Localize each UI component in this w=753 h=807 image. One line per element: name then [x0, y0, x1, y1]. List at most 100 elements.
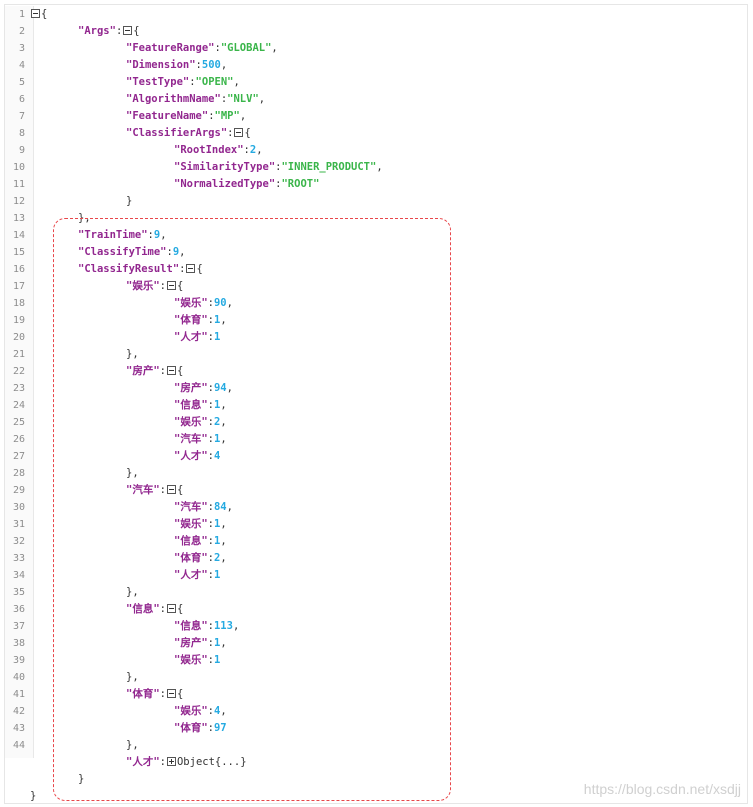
code-text: "汽车":{ [126, 482, 183, 499]
fold-toggle-minus-icon[interactable] [166, 281, 176, 290]
fold-toggle-minus-icon[interactable] [123, 26, 133, 35]
json-number-value: 113 [213, 620, 233, 632]
json-punctuation: : [207, 416, 214, 428]
json-number-value: 500 [201, 59, 221, 71]
json-key: "SimilarityType" [174, 161, 276, 173]
code-text: "体育":1, [174, 312, 227, 329]
json-punctuation: : [207, 501, 214, 513]
line-number: 15 [12, 247, 25, 258]
code-line: 26"汽车":1, [0, 431, 740, 448]
json-punctuation: , [239, 110, 247, 122]
code-text: } [126, 193, 132, 210]
line-number: 4 [18, 60, 25, 71]
json-number-value: 97 [213, 722, 227, 734]
json-punctuation: : [166, 246, 173, 258]
json-punctuation: : [207, 399, 214, 411]
json-punctuation: : [207, 450, 214, 462]
code-text: "娱乐":{ [126, 278, 183, 295]
json-key: "体育" [174, 314, 208, 326]
json-punctuation: } [30, 790, 37, 802]
code-line: 42"娱乐":4, [0, 703, 740, 720]
code-line: 6"AlgorithmName":"NLV", [0, 91, 740, 108]
line-number: 39 [12, 655, 25, 666]
json-string-value: "OPEN" [195, 76, 234, 88]
fold-toggle-minus-icon[interactable] [166, 366, 176, 375]
code-text: "信息":1, [174, 397, 227, 414]
code-text: "汽车":1, [174, 431, 227, 448]
json-punctuation: } [78, 773, 85, 785]
code-text: } [30, 788, 36, 805]
json-number-value: 1 [213, 433, 221, 445]
json-punctuation: : [207, 518, 214, 530]
line-number: 21 [12, 349, 25, 360]
line-number: 2 [18, 26, 25, 37]
json-punctuation: }, [78, 212, 91, 224]
code-text: "娱乐":90, [174, 295, 233, 312]
json-punctuation: : [159, 280, 166, 292]
json-punctuation: : [207, 552, 214, 564]
code-line: 4"Dimension":500, [0, 57, 740, 74]
json-key: "Args" [78, 25, 116, 37]
fold-toggle-plus-icon[interactable] [166, 757, 176, 766]
json-number-value: 1 [213, 314, 221, 326]
code-text: "人才":Object{...} [126, 754, 247, 771]
code-text: "AlgorithmName":"NLV", [126, 91, 265, 108]
json-key: "汽车" [174, 433, 208, 445]
fold-toggle-minus-icon[interactable] [166, 689, 176, 698]
json-key: "娱乐" [174, 654, 208, 666]
json-punctuation: : [214, 42, 221, 54]
line-number: 18 [12, 298, 25, 309]
code-text: "娱乐":1 [174, 652, 220, 669]
json-number-value: 90 [213, 297, 227, 309]
code-line: 10"SimilarityType":"INNER_PRODUCT", [0, 159, 740, 176]
json-punctuation: : [159, 484, 166, 496]
json-punctuation: : [243, 144, 250, 156]
json-punctuation: : [159, 365, 166, 377]
code-line: 18 "娱乐":90, [0, 295, 740, 312]
json-punctuation: }, [126, 467, 139, 479]
json-number-value: 4 [213, 450, 221, 462]
json-key: "人才" [174, 450, 208, 462]
json-punctuation: : [115, 25, 123, 37]
line-number: 16 [12, 264, 25, 275]
json-key: "人才" [126, 756, 160, 768]
code-line: 14"TrainTime":9, [0, 227, 740, 244]
line-number: 22 [12, 366, 25, 377]
code-line: 13}, [0, 210, 740, 227]
line-number: 41 [12, 689, 25, 700]
fold-toggle-minus-icon[interactable] [234, 128, 244, 137]
line-number: 9 [18, 145, 25, 156]
code-line: 3"FeatureRange":"GLOBAL", [0, 40, 740, 57]
json-punctuation: : [207, 297, 214, 309]
code-line: 16"ClassifyResult":{ [0, 261, 740, 278]
line-number-gutter [5, 6, 34, 758]
code-text: "ClassifyTime":9, [78, 244, 186, 261]
code-line: 7"FeatureName":"MP", [0, 108, 740, 125]
code-line: 12} [0, 193, 740, 210]
json-number-value: 1 [213, 637, 221, 649]
json-key: "RootIndex" [174, 144, 244, 156]
json-key: "房产" [174, 637, 208, 649]
json-punctuation: }, [126, 739, 139, 751]
fold-toggle-minus-icon[interactable] [31, 9, 40, 18]
json-punctuation: , [220, 705, 227, 717]
json-key: "信息" [174, 620, 208, 632]
code-text: "SimilarityType":"INNER_PRODUCT", [174, 159, 383, 176]
code-text: }, [126, 465, 139, 482]
json-string-value: "NLV" [227, 93, 259, 105]
json-punctuation: { [176, 280, 184, 292]
json-number-value: 1 [213, 535, 221, 547]
code-text: "娱乐":4, [174, 703, 227, 720]
json-number-value: 2 [213, 552, 221, 564]
collapsed-object[interactable]: Object{...} [176, 756, 247, 768]
fold-toggle-minus-icon[interactable] [186, 264, 196, 273]
watermark: https://blog.csdn.net/xsdjj [583, 781, 741, 797]
fold-toggle-minus-icon[interactable] [166, 485, 176, 494]
code-text: "Args":{ [78, 23, 140, 40]
code-text: "房产":1, [174, 635, 227, 652]
code-text: "RootIndex":2, [174, 142, 263, 159]
json-key: "娱乐" [174, 518, 208, 530]
code-text: "TestType":"OPEN", [126, 74, 240, 91]
json-punctuation: : [207, 569, 214, 581]
fold-toggle-minus-icon[interactable] [166, 604, 176, 613]
